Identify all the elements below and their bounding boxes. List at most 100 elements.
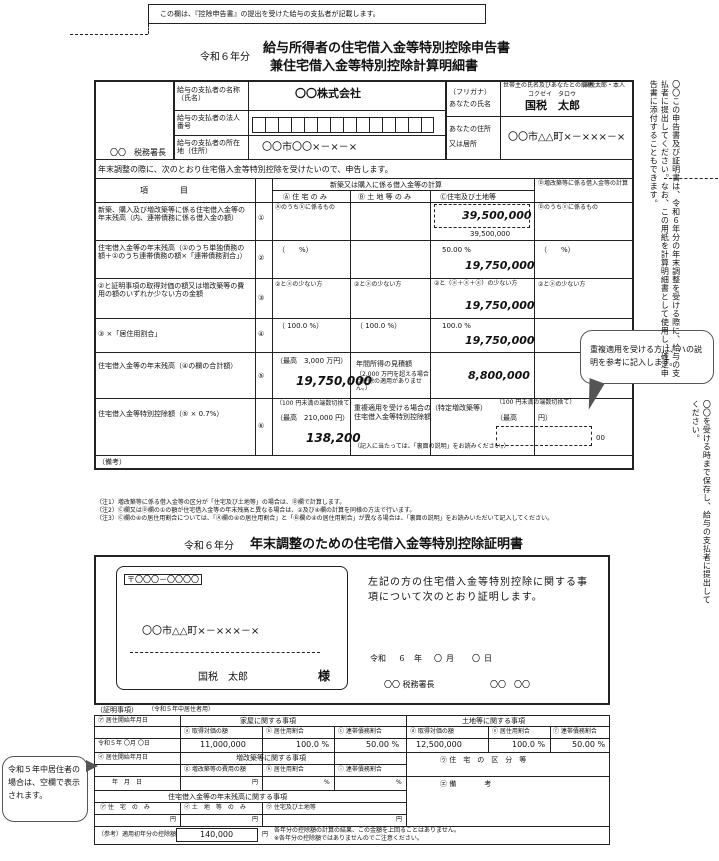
proof-loan-b-yen: 円 bbox=[252, 816, 259, 823]
remarks-label: （備考） bbox=[98, 458, 126, 466]
col-item: 項 目 bbox=[140, 186, 188, 195]
employer-addr[interactable]: 〇〇市〇〇×－×－× bbox=[262, 142, 358, 153]
row6-d-max: （最高 円） bbox=[496, 414, 552, 422]
row4-a: （ 100.0 %） bbox=[278, 322, 324, 330]
row6-d-suffix: 00 bbox=[596, 434, 605, 442]
proof-land-group: 土地等に関する事項 bbox=[462, 717, 525, 725]
row2-c-value[interactable]: 19,750,000 bbox=[465, 259, 535, 272]
row1-num: ① bbox=[258, 214, 265, 222]
row4-label: ③ ×「居住用割合」 bbox=[98, 330, 162, 338]
row3-c-value[interactable]: 19,750,000 bbox=[465, 299, 535, 312]
proof-land-use: ⓔ 居住用割合 bbox=[492, 728, 530, 735]
proof-house-type-label: ㋒ 住 宅 の 区 分 等 bbox=[440, 756, 527, 764]
proof-ref-yen: 円 bbox=[262, 831, 269, 838]
employer-addr-label: 給与の支払者の所在地（住所） bbox=[177, 139, 240, 156]
proof-loan-a: ㋐ 住 宅 の み bbox=[100, 804, 150, 811]
row6-d-box[interactable] bbox=[496, 426, 592, 446]
employee-info bbox=[446, 80, 634, 160]
employee-addr[interactable]: 〇〇市△△町×－×××－× bbox=[508, 132, 626, 143]
employee-name-label: あなたの氏名 bbox=[449, 100, 491, 108]
row3-label: ②と証明事項の取得対価の額又は増改築等の費用の額のいずれか少ない方の金額 bbox=[98, 282, 245, 299]
proof-remarks-label: ㋓ 備 考 bbox=[440, 780, 492, 788]
form-frame bbox=[94, 80, 634, 470]
row1-c-value[interactable]: 39,500,000 bbox=[462, 209, 532, 222]
row5-b-note: 年間所得の見積額 bbox=[356, 360, 412, 368]
employer-name[interactable]: 〇〇株式会社 bbox=[295, 87, 361, 100]
cert-statement: 左記の方の住宅借入金等特別控除に関する事項について次のとおり証明します。 bbox=[368, 577, 588, 603]
footnote-1: （注1）増改築等に係る借入金等の区分が「住宅及び土地等」の場合は、Ⓓ欄で計算しま… bbox=[96, 499, 346, 506]
cert-frame bbox=[94, 555, 610, 705]
proof-loan-c: ㋒ 住宅及び土地等 bbox=[266, 804, 316, 811]
proof-start-label: ㋐ 居住開始年月日 bbox=[98, 717, 148, 724]
row1-d-note: Ⓓのうちⓔに係るもの bbox=[538, 204, 599, 211]
employee-name[interactable]: 国税 太郎 bbox=[525, 99, 580, 112]
proof-house-use-value: 100.0 % bbox=[296, 740, 330, 749]
proof-loan-c-yen: 円 bbox=[396, 816, 403, 823]
cert-address: 〇〇市△△町×－×××－× bbox=[142, 626, 260, 637]
col-a: Ⓐ 住 宅 の み bbox=[283, 193, 327, 201]
row5-a-value[interactable]: 19,750,000 bbox=[296, 374, 372, 388]
corp-number-field[interactable] bbox=[252, 117, 434, 133]
row3-b: ②とⓐの少ない方 bbox=[354, 281, 402, 288]
cert-name: 国税 太郎 bbox=[198, 672, 248, 683]
col-d: Ⓓ増改築等に係る借入金等の計算 bbox=[538, 180, 629, 187]
cert-era: 令和６年分 bbox=[184, 541, 234, 552]
row1-a-note: Ⓐのうちⓑに係るもの bbox=[275, 204, 336, 211]
callout-duplicate-text: 重複適用を受ける方は、ハの説明を参考に記入します。 bbox=[590, 345, 702, 367]
row2-a-pct: （ %） bbox=[278, 246, 313, 254]
row1-c-joint: 39,500,000 bbox=[470, 230, 511, 238]
header-title-2: 兼住宅借入金等特別控除計算明細書 bbox=[270, 59, 479, 74]
proof-ref-note-1: 各年分の控除額の計算の結果、この金額を上回ることはありません。 bbox=[274, 827, 460, 834]
top-note-box bbox=[148, 4, 486, 24]
side-text: 〇〇この申告書及び証明書は、令和６年分の年末調整を受ける際に、給与の支払者に提出… bbox=[649, 80, 681, 378]
row5-c-value[interactable]: 8,800,000 bbox=[468, 369, 530, 382]
proof-ren-cost: ⓖ 増改築等の費用の額 bbox=[184, 766, 246, 773]
row1-c-box[interactable] bbox=[434, 204, 530, 228]
proof-ren-cost-yen: 円 bbox=[252, 779, 259, 786]
cert-office: 〇〇 税務署長 bbox=[384, 680, 435, 689]
row3-c-note: ②と（ⓐ＋ⓐ＋ⓐ）の少ない方 bbox=[434, 280, 518, 287]
row4-c-value[interactable]: 19,750,000 bbox=[465, 334, 535, 347]
proof-ref-box bbox=[176, 828, 258, 842]
tax-office: 〇〇 税務署長 bbox=[110, 148, 166, 157]
proof-start2-label: ㋑ 居住開始年月日 bbox=[98, 754, 148, 761]
dependent-note: 世帯主の氏名及びあなたとの続柄 bbox=[503, 82, 593, 89]
col-b: Ⓑ 土 地 等 の み bbox=[358, 193, 412, 201]
proof-heading-note: （令和５年中居住者用） bbox=[148, 706, 215, 713]
corp-number-label: 給与の支払者の法人番号 bbox=[177, 114, 240, 131]
row6-a-value[interactable]: 138,200 bbox=[306, 431, 361, 445]
row5-a-note: （最高 3,000 万円） bbox=[276, 357, 348, 365]
proof-land-use-value: 100.0 % bbox=[512, 740, 546, 749]
row6-b-sub: （記入に当たっては、「裏面の説明」をお読みください。） bbox=[354, 443, 510, 450]
cert-sama: 様 bbox=[318, 669, 331, 683]
row2-c-pct: 50.00 % bbox=[442, 246, 471, 254]
proof-ren-joint: ⓘ 連帯債務割合 bbox=[338, 766, 382, 773]
dependent-value: 国税太郎・本人 bbox=[583, 82, 626, 89]
row6-b-note: 重複適用を受ける場合の（特定増改築等）住宅借入金等特別控除額 bbox=[354, 404, 484, 422]
row2-num: ② bbox=[258, 254, 265, 262]
row5-num: ⑤ bbox=[258, 372, 265, 380]
proof-loan-a-yen: 円 bbox=[170, 816, 177, 823]
cert-date-day-label: 日 bbox=[484, 654, 492, 663]
row2-label: 住宅借入金等の年末残高（①のうち単独債務の額＋①のうち連帯債務の額×「連帯債務割… bbox=[98, 244, 247, 261]
proof-loan-b: ㋑ 土 地 等 の み bbox=[184, 804, 246, 811]
row6-num: ⑥ bbox=[258, 422, 265, 430]
header-title-1: 給与所得者の住宅借入金等特別控除申告書 bbox=[263, 41, 511, 56]
cert-date-year-label: 年 bbox=[414, 654, 422, 663]
row5-label: 住宅借入金等の年末残高（④の欄の合計額） bbox=[98, 362, 238, 370]
proof-loan-group: 住宅借入金等の年末残高に関する事項 bbox=[168, 793, 287, 801]
employer-stamp-area bbox=[94, 80, 174, 160]
proof-table bbox=[94, 715, 610, 845]
proof-ren-joint-pct: % bbox=[396, 779, 402, 786]
proof-ren-group: 増改築等に関する事項 bbox=[236, 754, 306, 762]
proof-ref-value: 140,000 bbox=[200, 830, 234, 839]
proof-ref-label: （参考）適用初年分の控除額 bbox=[98, 831, 177, 838]
row3-d: ②とⓐの少ない方 bbox=[538, 281, 586, 288]
employee-addr-label-1: あなたの住所 bbox=[449, 125, 491, 133]
furigana-value: コクゼイ タロウ bbox=[528, 91, 577, 98]
proof-start-value: 令和５年 〇月 〇日 bbox=[98, 740, 150, 747]
cert-date-month-label: 月 bbox=[446, 654, 454, 663]
cert-office-sign: 〇〇 〇〇 bbox=[490, 680, 530, 689]
row6-a-max: （最高 210,000 円） bbox=[276, 414, 350, 422]
proof-house-joint: ⓒ 連帯債務割合 bbox=[338, 728, 382, 735]
